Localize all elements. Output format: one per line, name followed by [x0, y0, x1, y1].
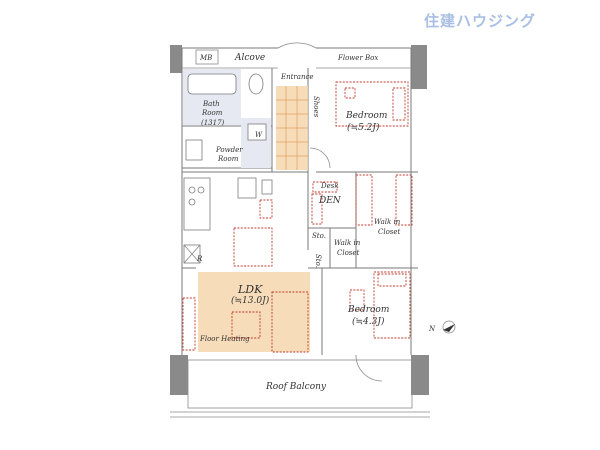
compass-label: N — [428, 325, 436, 333]
structure — [170, 42, 430, 418]
floor-heating-label: Floor Heating — [199, 335, 250, 343]
bedroom1-label-2: (≒5.2J) — [347, 122, 380, 133]
entrance-label: Entrance — [280, 73, 314, 81]
entrance-tiles — [276, 86, 308, 170]
desk-label: Desk — [320, 182, 339, 190]
logo-text: 住建ハウジング — [424, 12, 536, 30]
storage2-label: Sto. — [314, 254, 322, 268]
bedroom1-label-1: Bedroom — [345, 111, 387, 121]
wic1-label-1: Walk in — [374, 218, 401, 226]
bedroom2-label-2: (≒4.3J) — [352, 316, 385, 327]
wet-areas — [183, 69, 308, 170]
furniture — [182, 81, 413, 353]
bath-label-2: Room — [201, 109, 223, 117]
wic2-label-1: Walk in — [334, 239, 361, 247]
powder-label-1: Powder — [215, 146, 243, 154]
bath-label-1: Bath — [202, 100, 220, 108]
shoes-label: Shoes — [312, 96, 320, 118]
kitchen — [183, 177, 273, 264]
w-label: W — [255, 131, 263, 139]
flower-box-label: Flower Box — [337, 54, 378, 62]
ldk-label-2: (≒13.0J) — [231, 295, 270, 306]
refrigerator-label: R — [196, 255, 203, 263]
bath-label-3: (1317) — [201, 119, 225, 127]
bedroom2-label-1: Bedroom — [347, 305, 389, 315]
den-label: DEN — [318, 196, 342, 206]
mb-label: MB — [199, 54, 212, 62]
powder-label-2: Room — [217, 155, 239, 163]
alcove-label: Alcove — [234, 53, 265, 63]
roof-balcony-label: Roof Balcony — [265, 382, 327, 392]
compass: N — [428, 320, 456, 334]
wic1-label-2: Closet — [378, 228, 401, 236]
ldk-label-1: LDK — [237, 283, 263, 296]
wic2-label-2: Closet — [337, 249, 360, 257]
storage1-label: Sto. — [312, 232, 326, 240]
room-labels: MB Alcove Flower Box Entrance Shoes Bath… — [196, 53, 401, 392]
